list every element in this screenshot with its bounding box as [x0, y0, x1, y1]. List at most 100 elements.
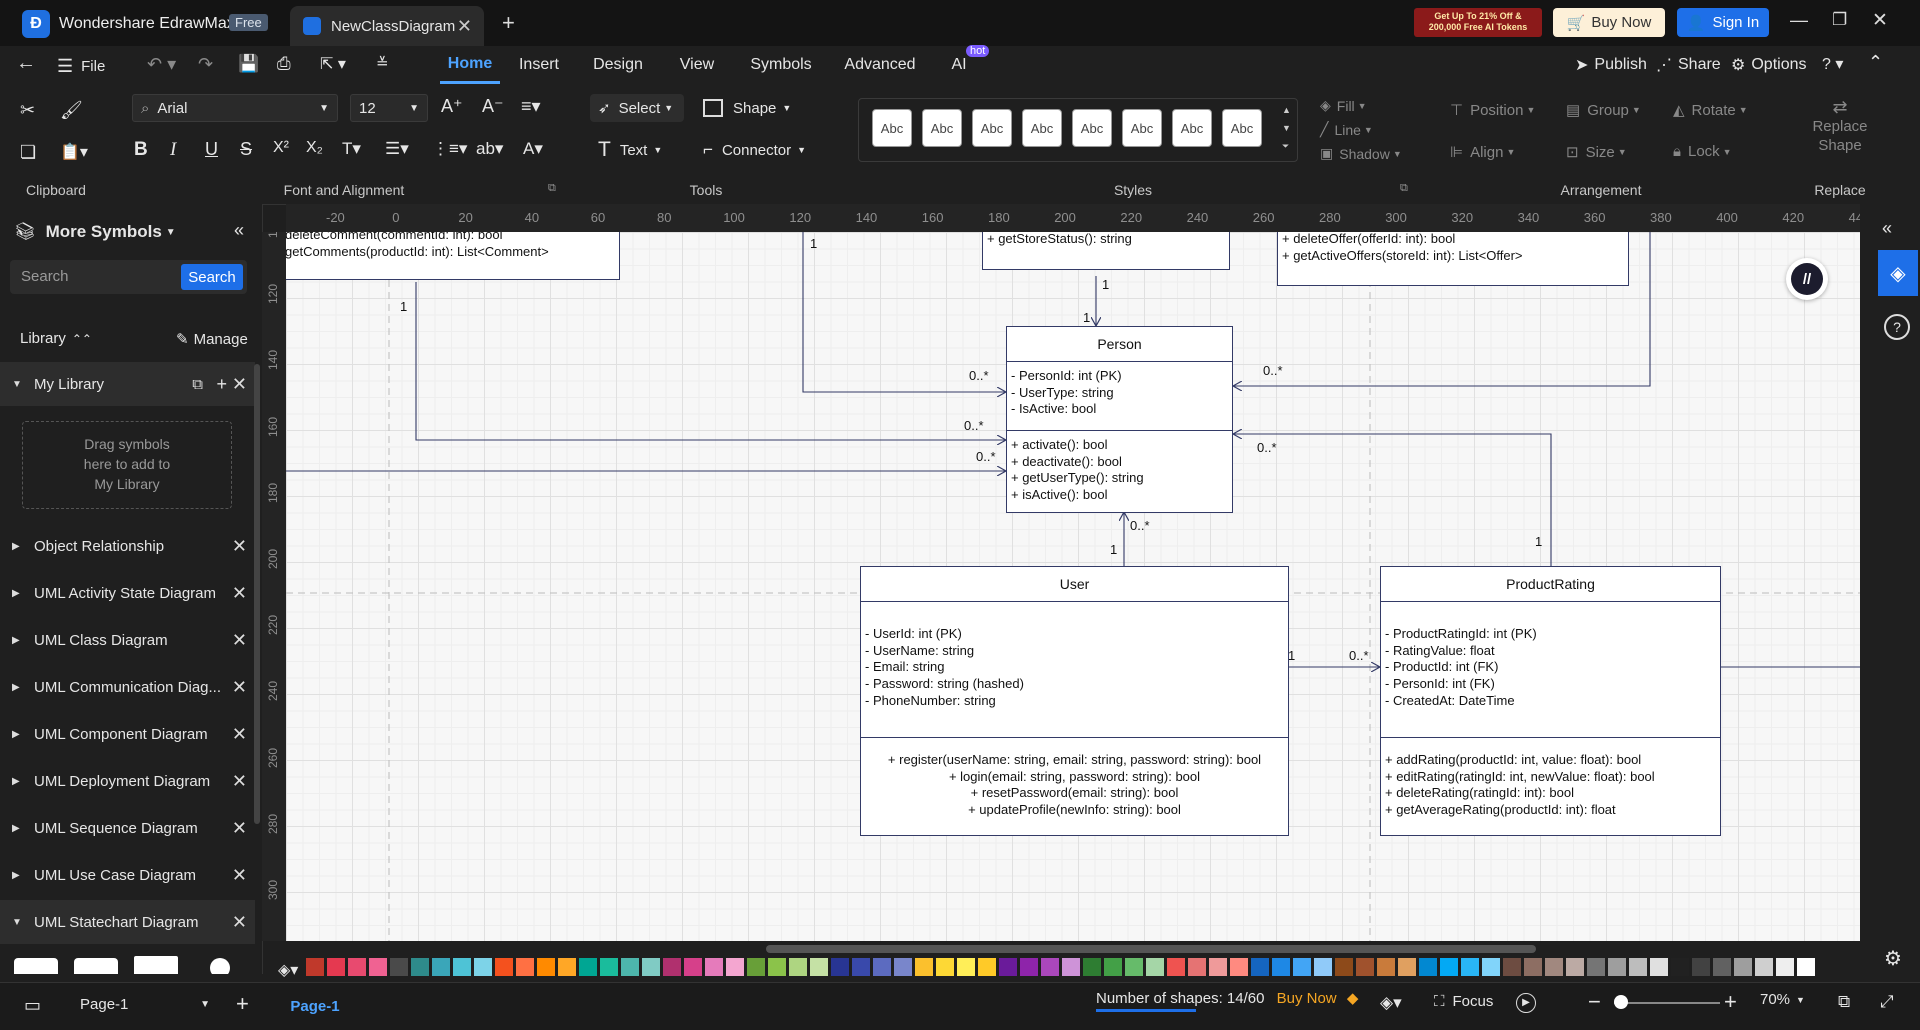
- close-tab-icon[interactable]: ✕: [456, 15, 472, 36]
- color-swatch[interactable]: [453, 958, 471, 976]
- zoom-in-icon[interactable]: +: [1724, 989, 1737, 1014]
- color-swatch[interactable]: [1755, 958, 1773, 976]
- page-select[interactable]: Page-1 ▼: [70, 989, 210, 1019]
- color-swatch[interactable]: [936, 958, 954, 976]
- bullets-icon[interactable]: ⋮≡▾: [432, 139, 468, 158]
- style-swatch[interactable]: Abc: [972, 109, 1012, 147]
- group-button[interactable]: ▤Group▼: [1566, 101, 1641, 120]
- color-swatch[interactable]: [327, 958, 345, 976]
- color-swatch[interactable]: [1293, 958, 1311, 976]
- font-family-select[interactable]: ⌕ Arial ▼: [132, 94, 338, 122]
- color-swatch[interactable]: [663, 958, 681, 976]
- color-swatch[interactable]: [1419, 958, 1437, 976]
- restore-icon[interactable]: ❐: [1832, 10, 1848, 29]
- color-swatch[interactable]: [852, 958, 870, 976]
- close-icon[interactable]: ✕: [231, 770, 247, 791]
- close-icon[interactable]: ✕: [231, 373, 247, 394]
- color-swatch[interactable]: [390, 958, 408, 976]
- fullscreen-icon[interactable]: ⤢: [1880, 992, 1894, 1011]
- fit-page-icon[interactable]: ⧉: [1838, 992, 1851, 1011]
- color-swatch[interactable]: [1083, 958, 1101, 976]
- shape-preview[interactable]: [210, 958, 230, 974]
- line-button[interactable]: ╱Line▼: [1320, 121, 1373, 138]
- color-swatch[interactable]: [1797, 958, 1815, 976]
- store-class-partial[interactable]: + getStoreStatus(): string: [982, 232, 1230, 270]
- horizontal-scrollbar-thumb[interactable]: [766, 945, 1536, 953]
- color-swatch[interactable]: [348, 958, 366, 976]
- file-menu[interactable]: ☰ File: [57, 56, 105, 77]
- color-swatch[interactable]: [1104, 958, 1122, 976]
- format-panel-icon[interactable]: ◈: [1878, 250, 1918, 296]
- increase-font-icon[interactable]: A⁺: [441, 96, 463, 116]
- color-swatch[interactable]: [1125, 958, 1143, 976]
- close-window-icon[interactable]: ✕: [1872, 10, 1888, 31]
- options-button[interactable]: ⚙Options: [1731, 55, 1806, 75]
- close-icon[interactable]: ✕: [231, 535, 247, 556]
- close-icon[interactable]: ✕: [231, 676, 247, 697]
- document-tab[interactable]: NewClassDiagram ✕: [290, 6, 484, 46]
- shape-preview[interactable]: [14, 958, 58, 974]
- comment-class-partial[interactable]: deleteComment(commentId: int): bool getC…: [286, 232, 620, 280]
- page-tab-active[interactable]: Page-1: [290, 997, 340, 1015]
- color-swatch[interactable]: [1041, 958, 1059, 976]
- shape-preview[interactable]: [134, 956, 178, 974]
- color-swatch[interactable]: [1356, 958, 1374, 976]
- color-swatch[interactable]: [915, 958, 933, 976]
- add-icon[interactable]: +: [216, 373, 227, 394]
- shape-preview[interactable]: [74, 958, 118, 974]
- color-swatch[interactable]: [1671, 958, 1689, 976]
- quick-access-icon[interactable]: ≚: [376, 55, 389, 72]
- style-swatch[interactable]: Abc: [1122, 109, 1162, 147]
- sign-in-button[interactable]: 👤Sign In: [1677, 8, 1769, 37]
- strikethrough-icon[interactable]: S: [240, 139, 253, 159]
- color-swatch[interactable]: [1335, 958, 1353, 976]
- collapse-panel-icon[interactable]: «: [234, 220, 245, 240]
- underline-icon[interactable]: U: [205, 139, 218, 159]
- style-swatch[interactable]: Abc: [1072, 109, 1112, 147]
- color-swatch[interactable]: [1650, 958, 1668, 976]
- style-swatch[interactable]: Abc: [1172, 109, 1212, 147]
- user-class[interactable]: User - UserId: int (PK) - UserName: stri…: [860, 566, 1289, 836]
- library-uml-statechart[interactable]: ▼UML Statechart Diagram✕: [0, 900, 255, 944]
- settings-gear-icon[interactable]: ⚙: [1884, 948, 1902, 970]
- color-swatch[interactable]: [642, 958, 660, 976]
- print-icon[interactable]: ⎙: [277, 54, 291, 73]
- rotate-button[interactable]: ◭Rotate▼: [1673, 101, 1748, 120]
- shape-tool[interactable]: Shape▼: [703, 94, 791, 122]
- import-icon[interactable]: ⧉: [192, 375, 203, 393]
- close-icon[interactable]: ✕: [231, 582, 247, 603]
- text-clear-icon[interactable]: T▾: [342, 139, 361, 158]
- color-swatch[interactable]: [999, 958, 1017, 976]
- color-swatch[interactable]: [369, 958, 387, 976]
- style-swatch[interactable]: Abc: [1022, 109, 1062, 147]
- add-page-icon[interactable]: +: [236, 991, 249, 1016]
- style-swatch[interactable]: Abc: [1222, 109, 1262, 147]
- color-swatch[interactable]: [600, 958, 618, 976]
- library-toggle[interactable]: Library⌃⌃: [20, 330, 92, 347]
- color-swatch[interactable]: [495, 958, 513, 976]
- color-swatch[interactable]: [432, 958, 450, 976]
- search-input[interactable]: Search: [21, 268, 69, 285]
- color-swatch[interactable]: [1209, 958, 1227, 976]
- replace-shape-button[interactable]: ⇄ Replace Shape: [1800, 98, 1880, 155]
- size-button[interactable]: ⊡Size▼: [1566, 143, 1627, 162]
- my-library-header[interactable]: ▼ My Library ⧉ + ✕: [0, 362, 255, 406]
- library-uml-use-case[interactable]: ▶UML Use Case Diagram✕: [0, 853, 255, 897]
- color-swatch[interactable]: [1188, 958, 1206, 976]
- fill-bucket-icon[interactable]: ◈▾: [278, 962, 299, 979]
- new-tab-icon[interactable]: +: [502, 10, 515, 35]
- color-swatch[interactable]: [705, 958, 723, 976]
- select-tool[interactable]: ➶Select▼: [590, 94, 684, 122]
- styles-dialog-icon[interactable]: ⧉: [1400, 182, 1408, 194]
- color-swatch[interactable]: [873, 958, 891, 976]
- save-icon[interactable]: 💾: [238, 54, 260, 73]
- color-swatch[interactable]: [306, 958, 324, 976]
- close-icon[interactable]: ✕: [231, 864, 247, 885]
- manage-button[interactable]: ✎Manage: [176, 330, 248, 349]
- color-swatch[interactable]: [831, 958, 849, 976]
- bold-icon[interactable]: B: [134, 139, 148, 160]
- color-swatch[interactable]: [747, 958, 765, 976]
- connector-tool[interactable]: ⌐Connector▼: [703, 140, 807, 159]
- color-swatch[interactable]: [516, 958, 534, 976]
